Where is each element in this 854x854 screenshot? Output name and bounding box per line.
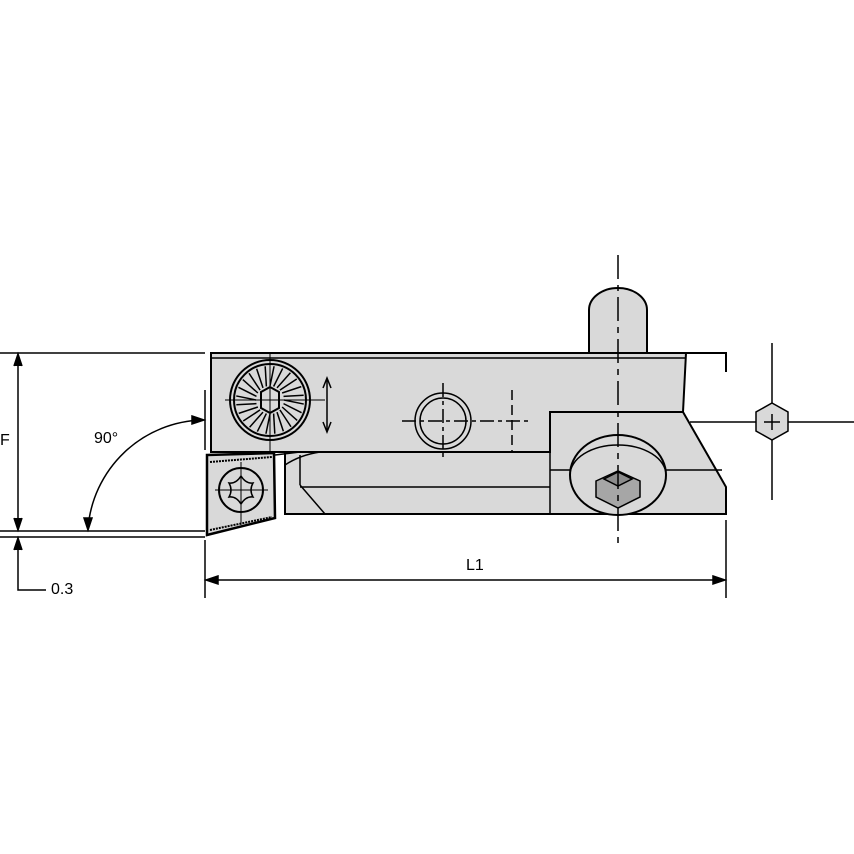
serration <box>276 411 285 432</box>
serration <box>279 409 292 428</box>
serration <box>283 402 302 414</box>
serration <box>248 372 261 391</box>
serration <box>236 402 257 406</box>
hex-end-view-icon <box>690 343 854 500</box>
dimension-f-label: F <box>0 432 10 449</box>
cutting-insert <box>205 451 321 537</box>
serration <box>255 368 264 389</box>
adjust-arrow-icon <box>322 375 332 435</box>
serration <box>283 399 304 405</box>
offset-label: 0.3 <box>51 581 74 598</box>
serration <box>264 366 268 387</box>
dimension-lines <box>0 351 728 598</box>
serration <box>256 413 268 432</box>
serration <box>238 386 257 398</box>
serration <box>238 406 259 415</box>
serration <box>242 379 259 394</box>
serration <box>281 385 302 394</box>
serration <box>283 394 304 398</box>
serration <box>265 413 271 434</box>
serration <box>279 378 298 391</box>
angle-label: 90° <box>94 430 119 447</box>
serration <box>269 366 275 387</box>
mounting-hole <box>402 383 530 460</box>
serrated-wheel-icon <box>225 352 325 456</box>
serration <box>272 413 276 434</box>
serration <box>249 411 264 428</box>
dimension-l1-label: L1 <box>466 557 484 574</box>
serration <box>272 368 284 387</box>
hex-socket-icon <box>595 470 641 509</box>
serration <box>242 409 261 422</box>
serration <box>281 406 298 421</box>
serration <box>236 395 257 401</box>
serration <box>276 372 291 389</box>
